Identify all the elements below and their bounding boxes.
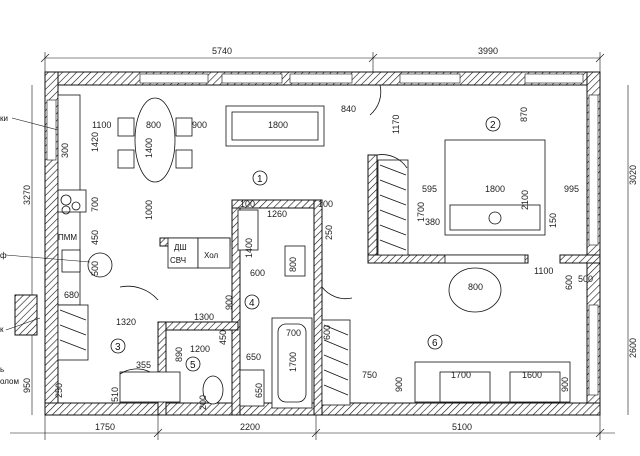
bed [444,139,546,236]
dim-870: 870 [519,107,529,122]
dim-300: 300 [60,143,70,158]
dim-250: 250 [324,225,334,240]
dishwasher-label: ПММ [58,233,77,242]
dim-1400: 1400 [144,138,154,158]
room-number-3: 3 [115,342,121,353]
dim-840: 840 [341,104,356,114]
wardrobe-bedroom [377,159,409,256]
dim-top-right: 3990 [478,46,498,56]
kitchen-counter: ПММ [57,94,87,306]
shower-label: ДШ [174,243,187,252]
dim-900d: 900 [560,377,570,392]
dim-bottom-left: 1750 [95,422,115,432]
dim-600c: 600 [322,325,332,340]
dim-450b: 450 [218,330,228,345]
dim-1420: 1420 [90,132,100,152]
room-number-1: 1 [257,174,263,185]
dim-1170: 1170 [391,115,401,134]
wardrobe-corridor [321,319,351,406]
dim-800a: 800 [146,120,161,130]
dim-650a: 650 [246,352,261,362]
dim-510: 510 [110,387,120,402]
left-label-s: ь [0,365,4,374]
fridge-label: Хол [204,251,219,260]
entry-fixtures [57,252,181,403]
room-numbers: 1 2 3 4 5 6 [110,116,501,372]
dim-100b: 100 [318,199,333,209]
dim-995: 995 [564,184,579,194]
sofa-living [225,105,325,147]
dim-1200: 1200 [190,344,210,354]
dim-450a: 450 [90,230,100,245]
dim-right-3020: 3020 [628,165,638,185]
dim-750: 750 [362,370,377,380]
dim-890: 890 [174,347,184,362]
dim-900b: 900 [224,295,234,310]
dim-right-2600: 2600 [628,338,638,358]
bathroom-fixtures [202,317,313,409]
dim-600a: 600 [250,268,265,278]
dim-500b: 500 [578,274,593,284]
dim-150: 150 [548,213,558,228]
dim-500a: 500 [90,261,100,276]
dim-700b: 700 [286,328,301,338]
dim-2100: 2100 [520,190,530,210]
dim-600b: 600 [564,275,574,290]
dim-100a: 100 [240,199,255,209]
room-number-5: 5 [190,360,196,371]
dim-1700c: 1700 [451,370,471,380]
dining-table [117,97,193,183]
dim-680: 680 [64,290,79,300]
right-dimensions: 3020 2600 [627,85,638,415]
dim-1300: 1300 [194,312,214,322]
dim-1800a: 1800 [268,120,288,130]
bottom-dimension-chain: 1750 2200 5100 [10,415,615,440]
room6-furniture [414,254,571,403]
room-number-2: 2 [490,120,496,131]
left-label-ki: ки [0,114,8,123]
dim-1800b: 1800 [485,184,505,194]
dim-1700a: 1700 [416,202,426,222]
dim-left-950: 950 [22,378,32,393]
left-edge-labels: ки ф к ь олом [0,114,91,386]
dim-380: 380 [425,217,440,227]
top-dimension-chain: 5740 3990 [40,46,605,72]
dim-200: 200 [198,395,208,410]
dim-1100b: 1100 [534,266,553,276]
room-number-6: 6 [432,338,438,349]
microwave-label: СВЧ [170,256,186,265]
dim-bottom-mid: 2200 [240,422,260,432]
dim-1260: 1260 [267,209,287,219]
dim-700a: 700 [90,197,100,212]
room-number-4: 4 [249,298,255,309]
dim-355: 355 [136,360,151,370]
left-dimensions: 3270 950 [22,85,33,415]
dim-900a: 900 [192,120,207,130]
dim-top-left: 5740 [212,46,232,56]
door-swings [119,84,408,375]
dim-1320: 1320 [116,317,136,327]
dim-1600: 1600 [522,370,542,380]
interior-dimensions: 1100 800 900 1800 840 1170 870 300 1420 … [54,104,593,410]
dim-900c: 900 [394,377,404,392]
dim-250b: 250 [54,383,64,398]
dim-800b: 800 [468,282,483,292]
left-label-f: ф [0,251,7,260]
hall-fixtures [237,209,306,277]
dim-650b: 650 [254,383,264,398]
dim-800-fridge: 800 [288,257,298,272]
left-label-olom: олом [0,377,19,386]
dim-1700b: 1700 [288,352,298,372]
dim-1100: 1100 [92,120,111,130]
dim-left-3270: 3270 [22,185,32,205]
shower-fridge-block: ДШ СВЧ Хол [167,237,231,269]
dim-1400b: 1400 [244,238,254,258]
dim-1000: 1000 [144,200,154,220]
left-label-k: к [0,325,4,334]
dim-595: 595 [422,184,437,194]
dim-bottom-right: 5100 [452,422,472,432]
